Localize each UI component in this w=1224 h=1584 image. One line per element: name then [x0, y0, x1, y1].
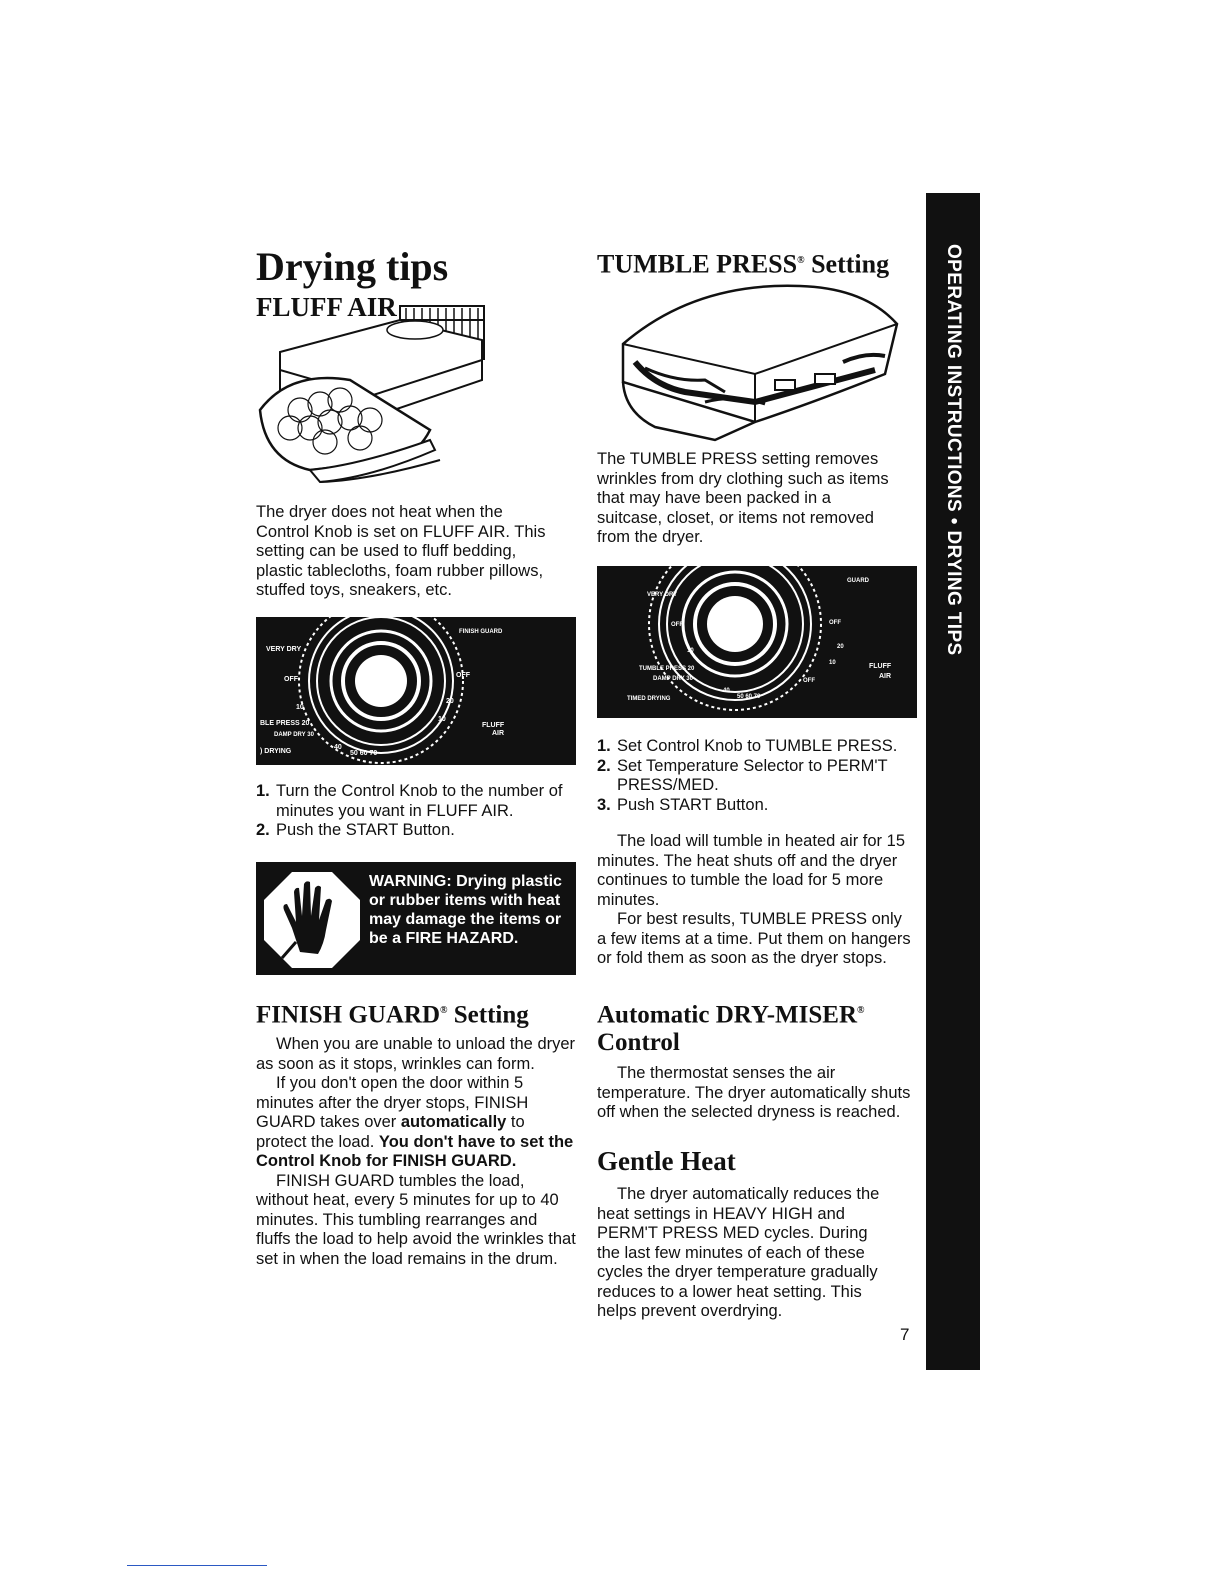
dry-miser-heading-line2: Control	[597, 1029, 680, 1057]
tumble-press-details: The load will tumble in heated air for 1…	[597, 832, 915, 969]
dry-miser-heading: Automatic DRY-MISER® Control	[597, 997, 917, 1057]
fluff-dial-label-40: 40	[334, 744, 342, 751]
fluff-air-dial-panel: VERY DRY OFF 10 BLE PRESS 20 DAMP DRY 30…	[256, 617, 576, 765]
fluff-dial-label-fluff: FLUFF	[482, 722, 505, 729]
finish-guard-p2-bold1: automatically	[400, 1113, 507, 1131]
step-text: Set Control Knob to TUMBLE PRESS.	[617, 737, 898, 755]
tp-dial-label-very-dry: VERY DRY	[647, 592, 677, 598]
fluff-dial-label-very-dry: VERY DRY	[266, 646, 301, 653]
registered-mark: ®	[857, 1005, 865, 1016]
tumble-press-p2: The load will tumble in heated air for 1…	[597, 832, 905, 909]
step-text: Turn the Control Knob to the number of m…	[276, 782, 563, 820]
tumble-press-body: The TUMBLE PRESS setting removes wrinkle…	[597, 450, 889, 546]
warning-text: WARNING: Drying plastic or rubber items …	[369, 873, 562, 947]
tp-dial-label-off-left: OFF	[671, 622, 683, 628]
tumble-press-p3: For best results, TUMBLE PRESS only a fe…	[597, 910, 911, 967]
fluff-dial-label-off-left: OFF	[284, 676, 299, 683]
dry-miser-body: The thermostat senses the air temperatur…	[597, 1064, 911, 1121]
finish-guard-p1: When you are unable to unload the dryer …	[256, 1035, 576, 1073]
tp-dial-label-damp-dry: DAMP DRY 30	[653, 676, 694, 682]
fluff-dial-label-10-right: 10	[438, 716, 446, 723]
step-number: 2.	[597, 756, 611, 775]
step-number: 2.	[256, 821, 270, 839]
tp-dial-label-10-right: 10	[829, 660, 836, 666]
fluff-air-body: The dryer does not heat when the Control…	[256, 503, 546, 599]
tp-dial-label-40: 40	[723, 688, 730, 694]
tumble-press-heading-text: TUMBLE PRESS	[597, 249, 798, 279]
fluff-air-step-1: 1. Turn the Control Knob to the number of…	[256, 782, 576, 821]
dry-miser-heading-line1: Automatic DRY-MISER	[597, 1001, 857, 1029]
gentle-heat-heading: Gentle Heat	[597, 1146, 736, 1176]
tumble-press-dial-panel: VERY DRY OFF 10 TUMBLE PRESS 20 DAMP DRY…	[597, 566, 917, 718]
finish-guard-p2-start: If you don't open the door within 5 minu…	[256, 1074, 529, 1131]
fluff-dial-label-20: 20	[446, 698, 454, 705]
step-number: 1.	[597, 737, 611, 755]
registered-mark: ®	[797, 255, 805, 266]
fluff-air-step-2: 2. Push the START Button.	[256, 821, 576, 841]
step-text: Push the START Button.	[276, 821, 455, 839]
tumble-press-step-1: 1. Set Control Knob to TUMBLE PRESS.	[597, 737, 907, 757]
step-text: Push START Button.	[617, 795, 769, 814]
finish-guard-heading-suffix: Setting	[453, 1001, 529, 1029]
tumble-press-steps: 1. Set Control Knob to TUMBLE PRESS. 2. Se…	[597, 737, 907, 815]
warning-box: WARNING: Drying plastic or rubber items …	[256, 862, 576, 975]
fluff-dial-label-50-70: 50 60 70	[350, 750, 377, 757]
step-number: 3.	[597, 795, 611, 814]
footer-rule	[127, 1565, 267, 1566]
tp-dial-label-timed-drying: TIMED DRYING	[627, 696, 671, 702]
finish-guard-p2: If you don't open the door within 5 minu…	[256, 1074, 576, 1172]
finish-guard-p3: FINISH GUARD tumbles the load, without h…	[256, 1171, 576, 1268]
fluff-dial-label-off-right: OFF	[456, 672, 471, 679]
tumble-press-step-3: 3. Push START Button.	[597, 796, 907, 816]
fluff-dial-label-damp-dry: DAMP DRY 30	[274, 732, 315, 738]
fluff-air-heading: FLUFF AIR	[256, 292, 397, 322]
tp-dial-label-20: 20	[837, 644, 844, 650]
step-text: Set Temperature Selector to PERM'T PRESS…	[617, 756, 888, 795]
tp-dial-label-10-left: 10	[687, 648, 694, 654]
page-number: 7	[900, 1325, 910, 1344]
finish-guard-p2-mid: to protect the load.	[256, 1113, 525, 1151]
fluff-dial-label-air: AIR	[492, 730, 504, 737]
fluff-dial-label-finish-guard: FINISH GUARD	[459, 629, 503, 635]
step-number: 1.	[256, 782, 270, 800]
side-tab	[926, 193, 980, 1370]
page-title: Drying tips	[256, 244, 449, 289]
finish-guard-p2-bold2: You don't have to set the Control Knob f…	[256, 1132, 574, 1171]
finish-guard-heading: FINISH GUARD® Setting	[256, 997, 529, 1029]
gentle-heat-body: The dryer automatically reduces the heat…	[597, 1185, 880, 1320]
finish-guard-body: When you are unable to unload the dryer …	[256, 1035, 576, 1269]
registered-mark: ®	[440, 1005, 448, 1016]
tp-dial-label-air: AIR	[879, 673, 891, 680]
fluff-dial-label-tumble-press: BLE PRESS 20	[260, 720, 310, 727]
hand-warning-icon	[264, 872, 360, 968]
fluff-air-steps: 1. Turn the Control Knob to the number of…	[256, 782, 576, 841]
bedding-illustration	[258, 305, 485, 484]
tumble-press-step-2: 2. Set Temperature Selector to PERM'T PRE…	[597, 757, 907, 796]
tp-dial-label-fluff: FLUFF	[869, 663, 892, 670]
finish-guard-heading-text: FINISH GUARD	[256, 1001, 441, 1029]
tp-dial-label-off-right: OFF	[829, 620, 841, 626]
side-tab-label: OPERATING INSTRUCTIONS • DRYING TIPS	[943, 244, 964, 656]
tumble-press-heading-suffix: Setting	[811, 249, 890, 279]
tp-dial-label-tumble-press: TUMBLE PRESS 20	[639, 666, 695, 672]
fluff-dial-label-10-left: 10	[296, 704, 304, 711]
tp-dial-label-guard: GUARD	[847, 578, 870, 584]
fluff-dial-label-timed-drying: ) DRYING	[260, 748, 292, 755]
tp-dial-label-off-bottom: OFF	[803, 678, 815, 684]
tumble-press-heading: TUMBLE PRESS® Setting	[597, 246, 889, 280]
suitcase-illustration	[621, 284, 899, 442]
tp-dial-label-50-70: 50 60 70	[737, 694, 761, 700]
